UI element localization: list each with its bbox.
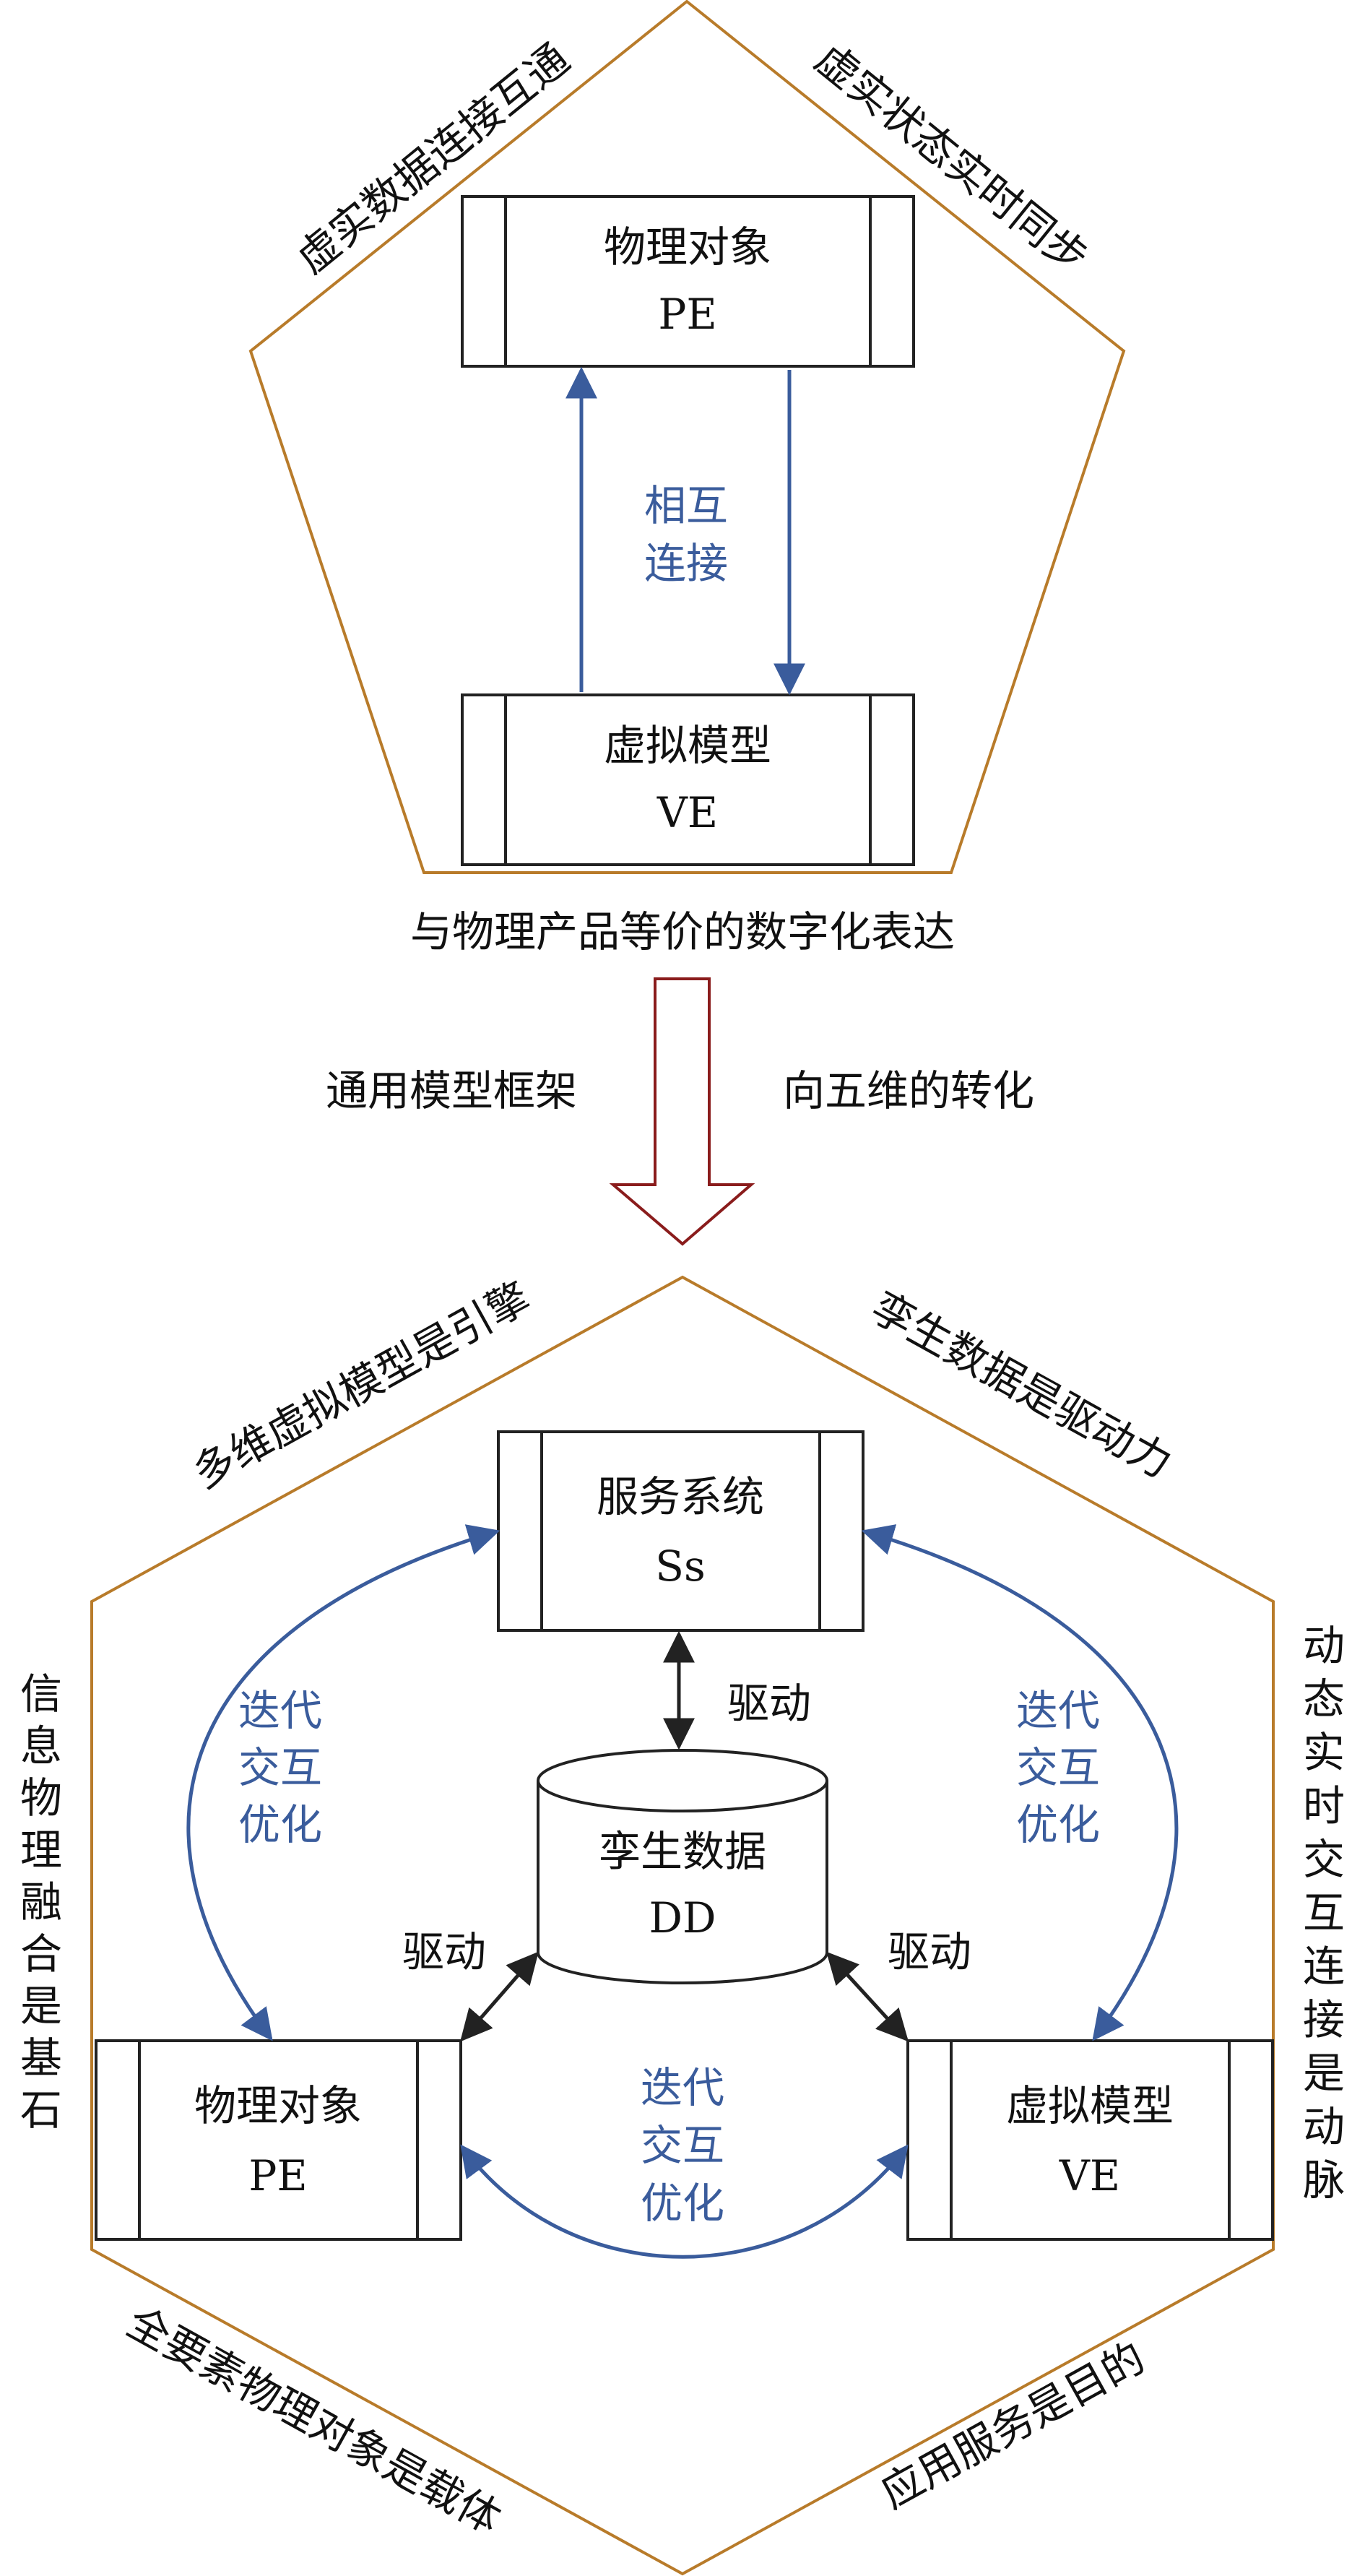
svg-text:动: 动 [1303,1621,1345,1670]
top-pentagon-frame [248,0,1126,874]
bottom-pe-abbr: PE [248,2151,307,2200]
bottom-ss-box: 服务系统 Ss [497,1430,864,1632]
svg-text:连: 连 [1303,1942,1345,1991]
transition-right-label: 向五维的转化 [783,1066,1034,1115]
bottom-ve-box: 虚拟模型 VE [906,2039,1274,2241]
bottom-ve-title: 虚拟模型 [1006,2081,1174,2130]
iter-curve-pe-ss [186,1524,500,2041]
svg-text:动: 动 [1303,2102,1345,2151]
bottom-ss-abbr: Ss [655,1542,706,1591]
bottom-hexagon-frame [90,1275,1275,2576]
iter-label-bottom: 迭代 交互 优化 [641,2063,724,2228]
drive-label-top: 驱动 [727,1679,811,1728]
transition-left-label: 通用模型框架 [326,1066,577,1115]
svg-text:是: 是 [20,1981,62,2031]
svg-text:脉: 脉 [1303,2156,1345,2205]
bottom-ve-abbr: VE [1059,2151,1120,2200]
drive-label-right: 驱动 [888,1927,971,1976]
drive-label-left: 驱动 [402,1927,486,1976]
bottom-edge-bottom-left-label: 全要素物理对象是载体 [119,2297,509,2543]
svg-text:融: 融 [20,1877,62,1927]
svg-text:交: 交 [1303,1835,1345,1884]
iter-label-left: 迭代 交互 优化 [238,1686,322,1849]
top-ve-title: 虚拟模型 [604,721,771,770]
svg-text:石: 石 [20,2086,62,2135]
svg-text:理: 理 [20,1825,62,1875]
svg-text:互: 互 [1303,1888,1345,1937]
svg-text:优化: 优化 [1016,1800,1100,1849]
bottom-edge-bottom-right-label: 应用服务是目的 [872,2333,1153,2517]
svg-text:交互: 交互 [1016,1743,1100,1792]
top-pe-abbr: PE [658,290,716,339]
svg-text:交互: 交互 [238,1743,322,1792]
bottom-edge-left-vertical-label: 信 息 物 理 融 合 是 基 石 [20,1669,62,2135]
bottom-ss-title: 服务系统 [597,1472,764,1521]
svg-text:优化: 优化 [641,2179,724,2228]
bottom-edge-top-right-label: 孪生数据是驱动力 [863,1282,1180,1487]
svg-text:是: 是 [1303,2049,1345,2098]
iter-curve-pe-ve [460,2144,909,2259]
bottom-edge-right-vertical-label: 动 态 实 时 交 互 连 接 是 动 脉 [1303,1621,1345,2205]
svg-text:交互: 交互 [641,2121,724,2170]
svg-text:息: 息 [20,1721,62,1771]
top-edge-left-label: 虚实数据连接互通 [287,34,578,283]
iter-label-right: 迭代 交互 优化 [1016,1686,1100,1849]
top-pe-title: 物理对象 [604,222,771,272]
svg-text:合: 合 [20,1929,62,1979]
svg-text:信: 信 [20,1669,62,1719]
svg-text:基: 基 [20,2033,62,2083]
svg-text:时: 时 [1303,1781,1345,1831]
svg-text:实: 实 [1303,1728,1345,1777]
iter-curve-ve-ss [861,1524,1179,2041]
bottom-dd-title: 孪生数据 [599,1827,766,1876]
svg-text:接: 接 [1303,1995,1345,2044]
bottom-pe-title: 物理对象 [194,2081,362,2130]
top-ve-box: 虚拟模型 VE [461,693,915,866]
svg-text:迭代: 迭代 [1016,1686,1100,1735]
top-ve-abbr: VE [656,788,718,837]
svg-text:迭代: 迭代 [641,2063,724,2112]
top-link-label-2: 连接 [644,539,728,588]
svg-text:态: 态 [1303,1674,1345,1724]
transition-down-arrow [609,977,755,1246]
top-pe-box: 物理对象 PE [461,195,915,368]
svg-text:优化: 优化 [238,1800,322,1849]
top-link-label-1: 相互 [644,481,728,530]
bottom-dd-cylinder: 孪生数据 DD [537,1749,828,1984]
bottom-pe-box: 物理对象 PE [95,2039,462,2241]
svg-text:迭代: 迭代 [238,1686,322,1735]
bottom-dd-abbr: DD [649,1893,716,1942]
svg-text:物: 物 [20,1773,62,1823]
top-caption: 与物理产品等价的数字化表达 [410,907,955,956]
top-edge-right-label: 虚实状态实时同步 [806,34,1097,283]
